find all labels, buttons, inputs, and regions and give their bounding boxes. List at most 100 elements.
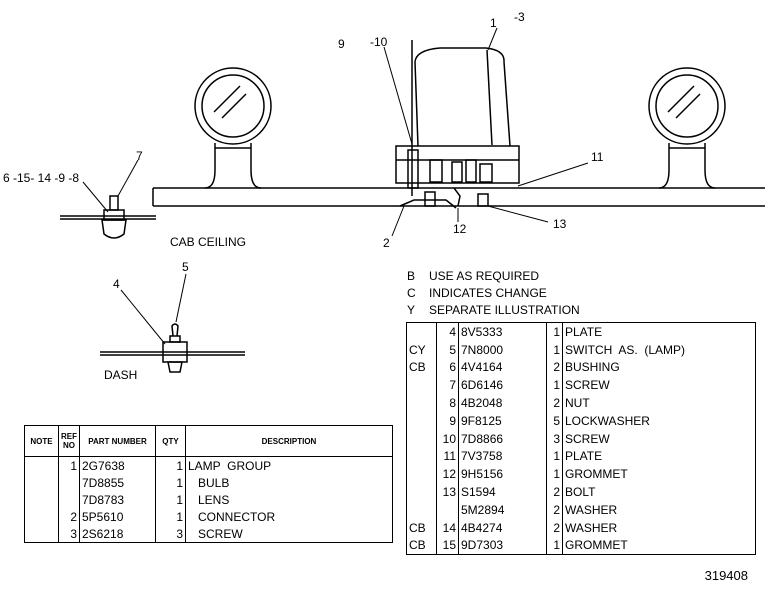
part-number-cell: 8V5333 [458,322,547,341]
qty-cell: 2 [546,358,563,377]
illustration-number: 319408 [704,568,748,583]
qty-cell: 1 [546,376,563,395]
callout-1: 1 [490,16,497,30]
ref-no-cell: 9 [436,411,459,430]
qty-cell: 1 [155,491,186,508]
qty-cell: 1 [546,465,563,484]
note-cell [406,411,437,430]
note-cell: CB [406,536,437,555]
left-light-housing [194,67,272,189]
description-cell: WASHER [565,502,618,517]
part-number-cell: 7D8783 [79,491,156,508]
note-cell [406,322,437,341]
description-cell: SCREW [188,526,243,541]
description-cell: BUSHING [565,360,620,375]
description-cell: WASHER [565,520,618,535]
note-cell [406,465,437,484]
part-number-cell: 7N8000 [458,340,547,359]
qty-cell: 1 [546,322,563,341]
note-cell [24,474,59,491]
note-cell [406,447,437,466]
note-cell [406,394,437,412]
ref-no-cell: 10 [436,429,459,448]
note-cell [406,500,437,519]
note-cell [24,491,59,508]
description-cell: SCREW [565,431,610,446]
callout-5: 5 [182,260,189,274]
description-cell: SCREW [565,378,610,393]
dash-switch [100,323,245,373]
ref-no-cell: 8 [436,394,459,412]
note-cell [24,525,59,543]
description-cell: CONNECTOR [188,509,276,524]
ref-no-cell [436,500,459,519]
callout-3: -3 [514,10,525,24]
ref-no-cell: 5 [436,340,459,359]
part-number-cell: 4V4164 [458,358,547,377]
description-cell: SWITCH AS. (LAMP) [565,342,686,357]
ref-no-cell: 2 [58,508,80,525]
ref-no-cell: 15 [436,536,459,555]
ref-no-cell: 14 [436,518,459,537]
callout-7: 7 [136,149,143,163]
part-number-cell: S1594 [458,483,547,501]
note-cell: CY [406,340,437,359]
part-number-cell: 7D8855 [79,474,156,491]
part-number-cell: 4B2048 [458,394,547,412]
callout-4: 4 [113,277,120,291]
qty-cell: 3 [546,429,563,448]
qty-cell: 2 [546,518,563,537]
part-number-cell: 4B4274 [458,518,547,537]
callout-12: 12 [453,222,467,236]
qty-cell: 2 [546,394,563,412]
ref-no-cell: 6 [436,358,459,377]
qty-cell: 2 [546,500,563,519]
description-cell: LAMP GROUP [188,458,272,473]
part-number-cell: 9F8125 [458,411,547,430]
header-part-number: PART NUMBER [79,425,156,457]
qty-cell: 3 [155,525,186,543]
part-number-cell: 9H5156 [458,465,547,484]
callout-switch-group: 6 -15- 14 -9 -8 [3,171,80,185]
description-cell: GROMMET [565,467,628,482]
header-ref-no: REF NO [58,425,80,457]
part-number-cell: 2S6218 [79,525,156,543]
callout-11: 11 [591,150,604,164]
description-cell: LOCKWASHER [565,413,650,428]
part-number-cell: 7D8866 [458,429,547,448]
ref-no-cell: 7 [436,376,459,395]
qty-cell: 1 [546,536,563,555]
note-cell [406,483,437,501]
header-qty: QTY [155,425,186,457]
lamp-group [395,40,520,209]
note-cell [406,429,437,448]
description-cell: NUT [565,396,590,411]
dash-label: DASH [104,368,138,382]
ref-no-cell: 1 [58,456,80,474]
ref-no-cell: 4 [436,322,459,341]
ref-no-cell: 13 [436,483,459,501]
qty-cell: 1 [155,456,186,474]
description-cell: PLATE [565,449,603,464]
header-description: DESCRIPTION [261,436,317,446]
cab-ceiling-label: CAB CEILING [170,235,247,249]
